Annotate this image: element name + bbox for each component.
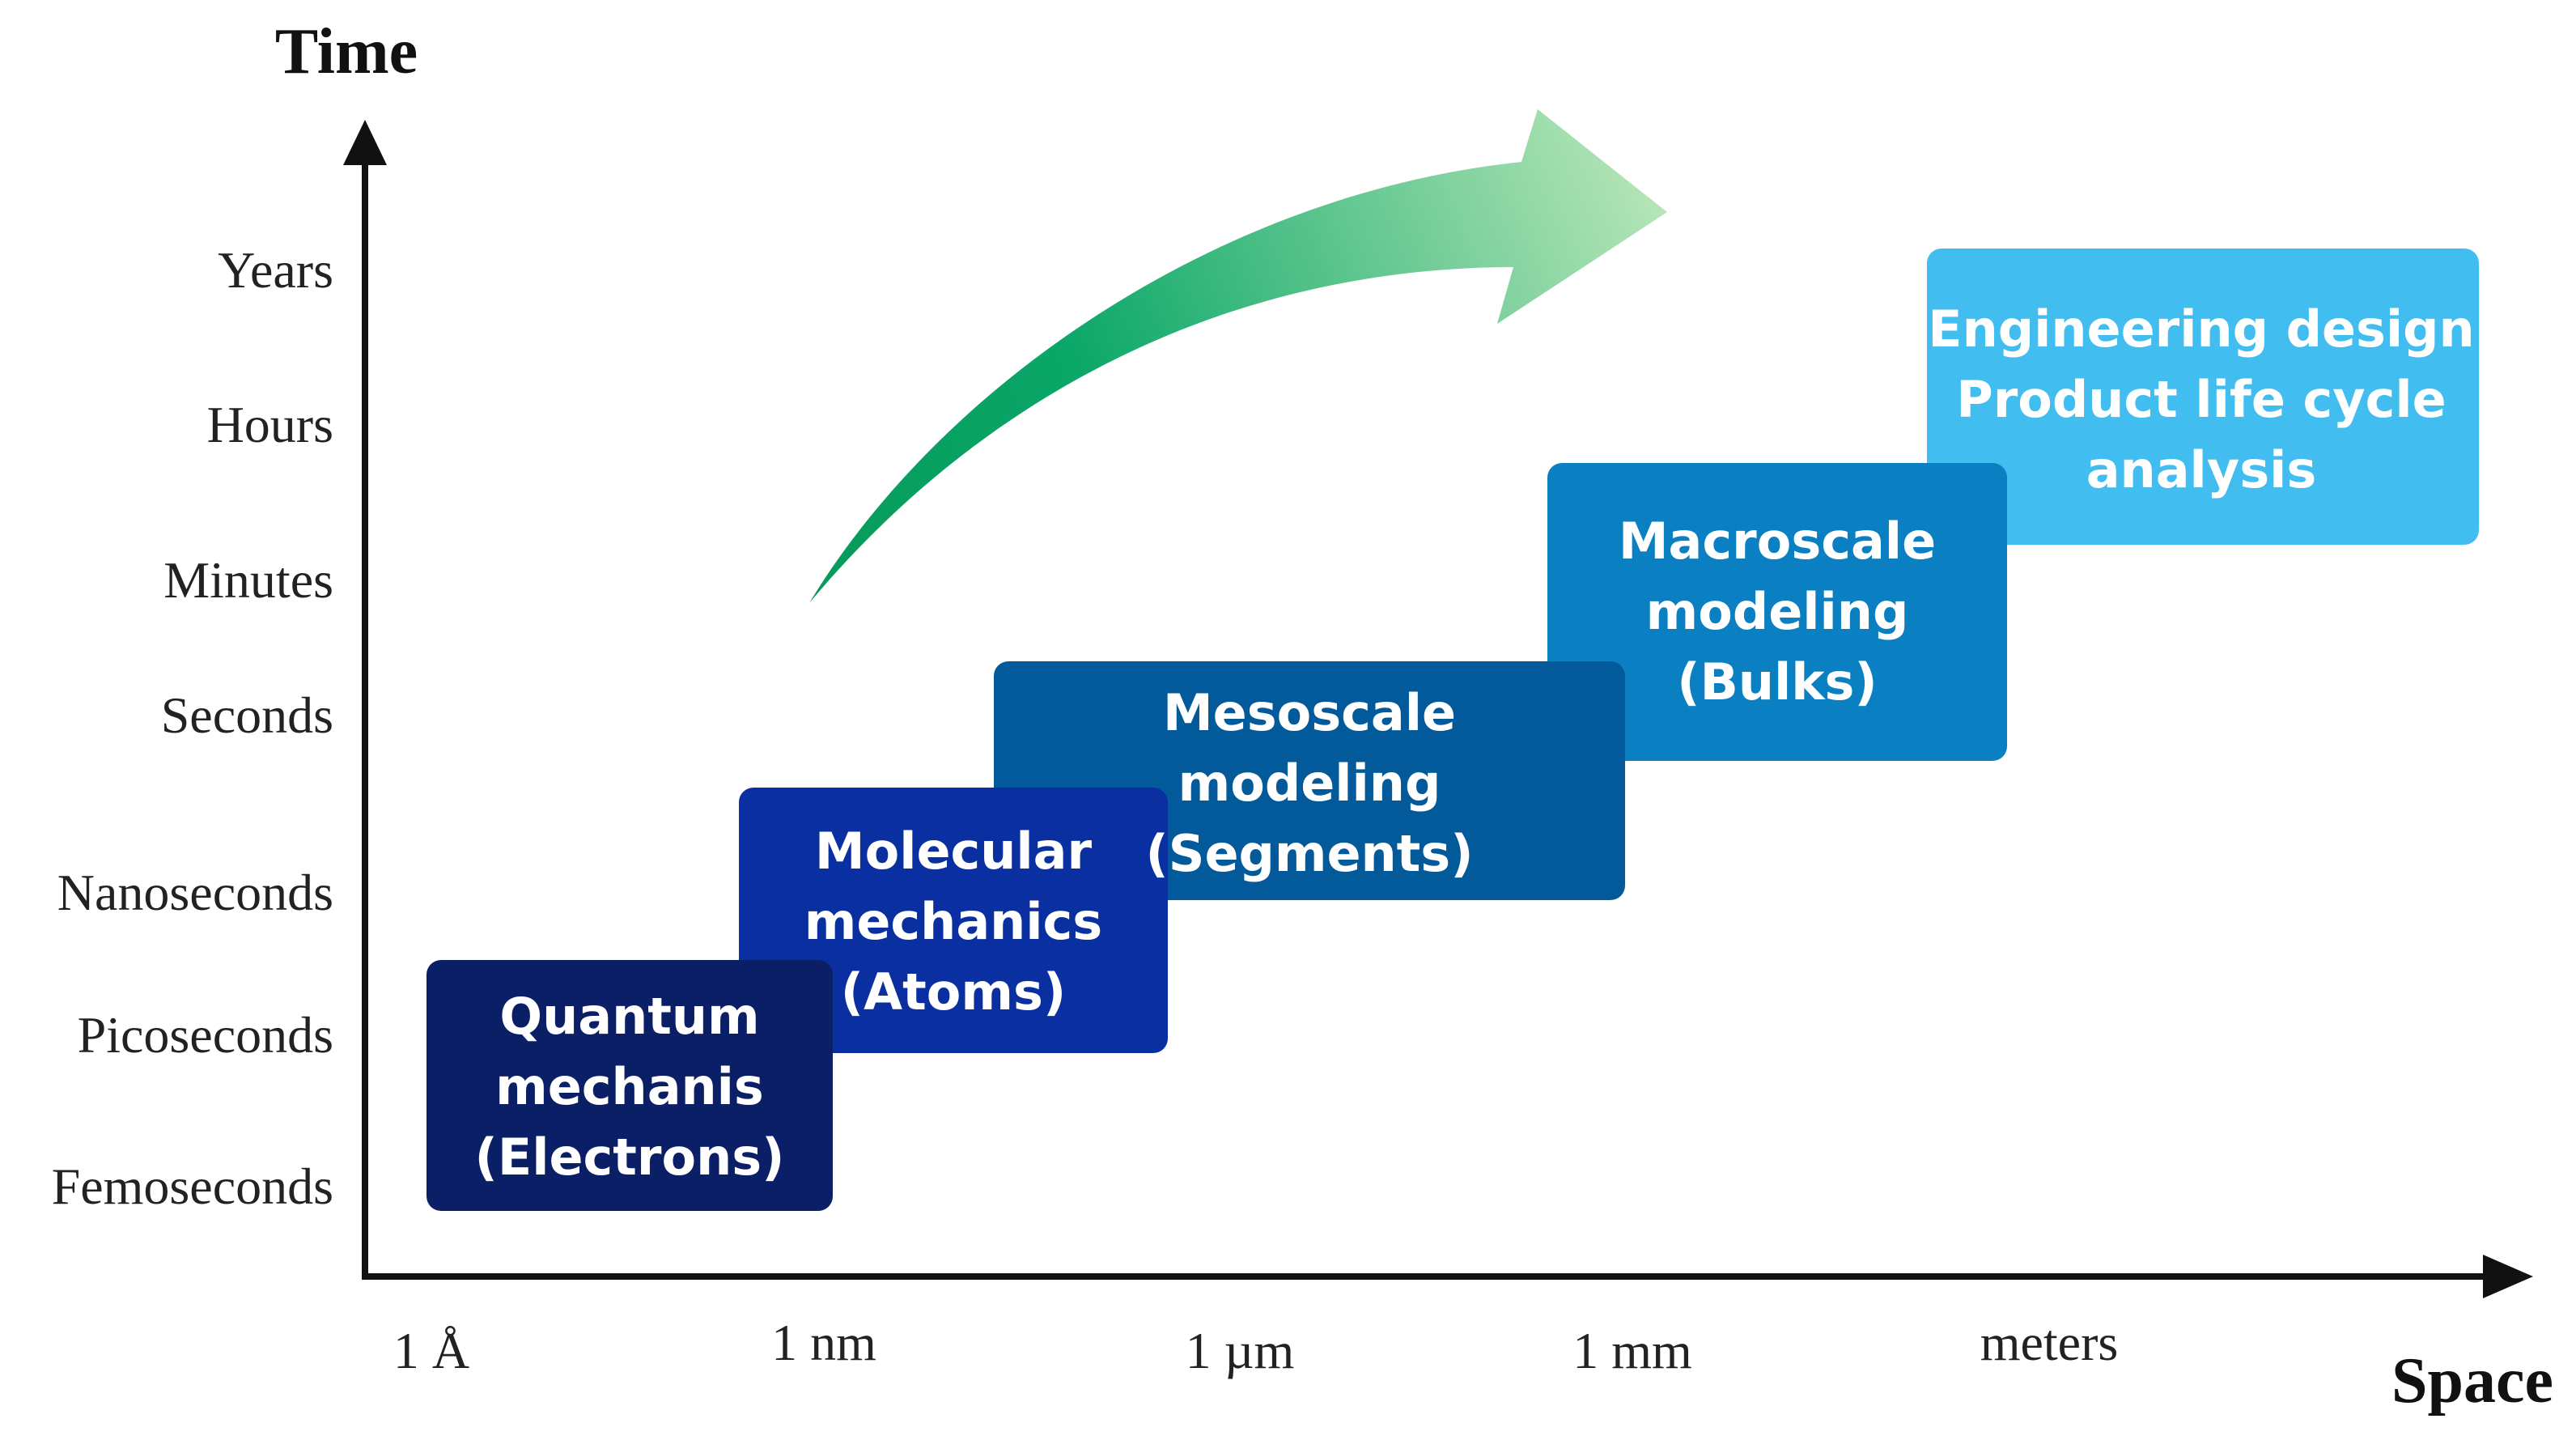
- box-labels: Quantum mechanis (Electrons) Molecular m…: [475, 299, 2475, 1187]
- y-axis-title: Time: [275, 16, 418, 87]
- space-tick-labels: 1 Å 1 nm 1 µm 1 mm meters: [393, 1314, 2118, 1379]
- quantum-box-line: Quantum: [499, 987, 759, 1046]
- engineering-box-line: analysis: [2086, 440, 2317, 499]
- molecular-box-line: Molecular: [815, 822, 1093, 881]
- space-tick-label: meters: [1980, 1314, 2119, 1371]
- time-tick-label: Picoseconds: [78, 1006, 333, 1064]
- scale-boxes: [427, 248, 2479, 1211]
- x-axis-title: Space: [2391, 1345, 2553, 1417]
- time-tick-label: Femoseconds: [52, 1158, 333, 1215]
- mesoscale-box-line: modeling: [1178, 754, 1441, 813]
- progression-arrow: [809, 109, 1667, 603]
- quantum-box-line: (Electrons): [475, 1128, 785, 1187]
- molecular-mechanics-box: [739, 788, 1168, 1053]
- mesoscale-box-line: (Segments): [1145, 824, 1473, 883]
- space-tick-label: 1 Å: [393, 1322, 469, 1379]
- macroscale-box-line: Macroscale: [1619, 512, 1936, 571]
- quantum-mechanics-box: [427, 960, 833, 1211]
- time-tick-label: Hours: [207, 396, 333, 453]
- macroscale-box-line: modeling: [1646, 582, 1909, 641]
- macroscale-box-line: (Bulks): [1677, 652, 1877, 712]
- macroscale-box: [1547, 463, 2007, 761]
- quantum-box-line: mechanis: [495, 1057, 764, 1116]
- molecular-box-line: mechanics: [804, 892, 1102, 951]
- time-tick-label: Seconds: [161, 686, 333, 744]
- space-tick-label: 1 µm: [1186, 1322, 1295, 1379]
- y-axis-arrowhead: [343, 120, 387, 165]
- space-tick-label: 1 nm: [771, 1314, 876, 1371]
- time-tick-label: Years: [218, 241, 333, 299]
- time-tick-label: Minutes: [163, 551, 333, 609]
- axes: Time Space: [275, 16, 2553, 1417]
- engineering-box-line: Engineering design: [1928, 299, 2474, 359]
- x-axis-arrowhead: [2483, 1255, 2533, 1298]
- time-tick-labels: Years Hours Minutes Seconds Nanoseconds …: [52, 241, 333, 1215]
- engineering-box-line: Product life cycle: [1956, 370, 2446, 429]
- molecular-box-line: (Atoms): [841, 962, 1066, 1022]
- engineering-design-box: [1927, 248, 2479, 545]
- space-tick-label: 1 mm: [1572, 1322, 1692, 1379]
- time-tick-label: Nanoseconds: [57, 864, 333, 921]
- mesoscale-box-line: Mesoscale: [1163, 683, 1456, 742]
